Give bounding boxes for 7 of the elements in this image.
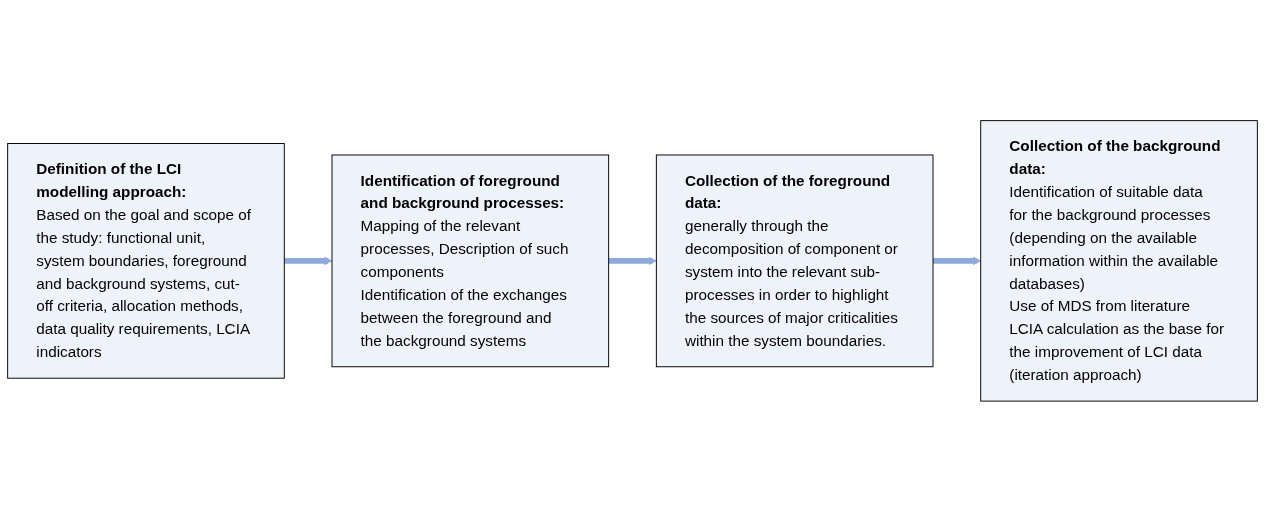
- node-box: Definition of the LCI modelling approach: Based on the goal and scope of the study: functional unit, system boundaries, foreground and background systems, cut-off criteria, allocation methods, data quality requirements, LCIA indicators: [7, 142, 285, 379]
- arrow: [933, 256, 982, 265]
- arrow: [608, 256, 657, 265]
- node-box: Identification of foreground and background processes: Mapping of the relevant processes, Description of such components Identification of the exchanges between the foreground and the background systems: [331, 154, 610, 367]
- arrow: [284, 256, 333, 265]
- node-box: Collection of the background data: Identification of suitable data for the background processes (depending on the available information within the available databases) Use of MDS from literature LCIA calculation as the base for the improvement of LCI data (iteration approach): [980, 119, 1258, 402]
- node-box: Collection of the foreground data: generally through the decomposition of component or system into the relevant sub-processes in order to highlight the sources of major criticalities within the system boundaries.: [655, 154, 934, 367]
